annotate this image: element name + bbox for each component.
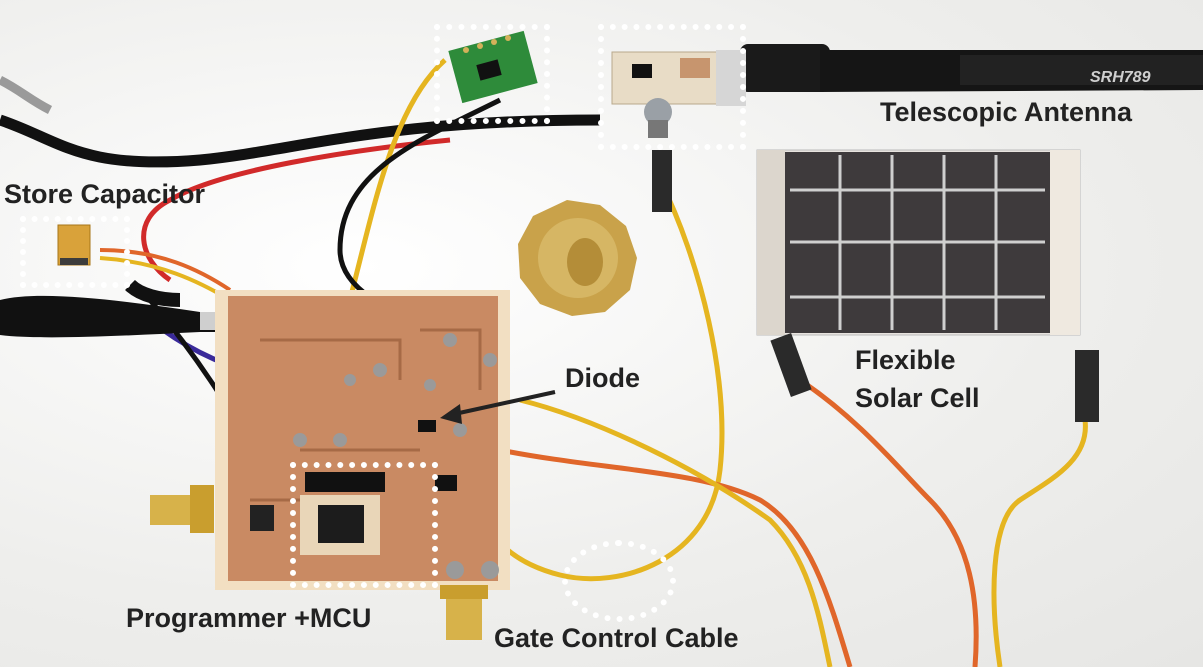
diode-component [418, 420, 436, 432]
red-wire [141, 137, 451, 283]
telescopic-antenna: SRH789 [740, 44, 1203, 92]
diode-arrow [440, 390, 556, 424]
solar-connector-right [1075, 350, 1099, 422]
yellow-wire-gate-2 [519, 397, 833, 667]
sma-connector-left [150, 485, 214, 533]
highlight-box-antenna-board [598, 24, 746, 150]
antenna-rectifier-board [611, 50, 746, 138]
gate-cable-connector [652, 150, 672, 212]
antenna-marking: SRH789 [1090, 69, 1151, 86]
gray-cable-top-left [0, 75, 53, 115]
orange-wire-gate [499, 447, 853, 667]
label-telescopic-antenna: Telescopic Antenna [880, 97, 1133, 127]
pcb-board [215, 290, 510, 590]
label-programmer-mcu: Programmer +MCU [126, 603, 372, 633]
sma-connector-bottom [440, 585, 488, 640]
label-flexible: Flexible [855, 345, 956, 375]
highlight-box-sensor [434, 24, 550, 124]
highlight-box-capacitor [20, 216, 130, 288]
green-sensor-board [448, 30, 538, 104]
solar-lead-orange [798, 377, 979, 667]
label-solar-cell: Solar Cell [855, 383, 980, 413]
black-cable-top-left [0, 114, 601, 168]
highlight-circle-gate [562, 540, 676, 622]
highlight-box-programmer [290, 462, 438, 588]
store-capacitor [57, 224, 91, 266]
solar-lead-yellow [991, 419, 1088, 667]
solar-connector-left [770, 333, 812, 397]
label-store-capacitor: Store Capacitor [4, 179, 206, 209]
label-diode: Diode [565, 363, 641, 393]
flexible-solar-cell [756, 149, 1081, 336]
label-gate-control-cable: Gate Control Cable [494, 623, 739, 653]
pound-coin [518, 200, 637, 316]
capacitor-wire-orange [99, 248, 232, 292]
